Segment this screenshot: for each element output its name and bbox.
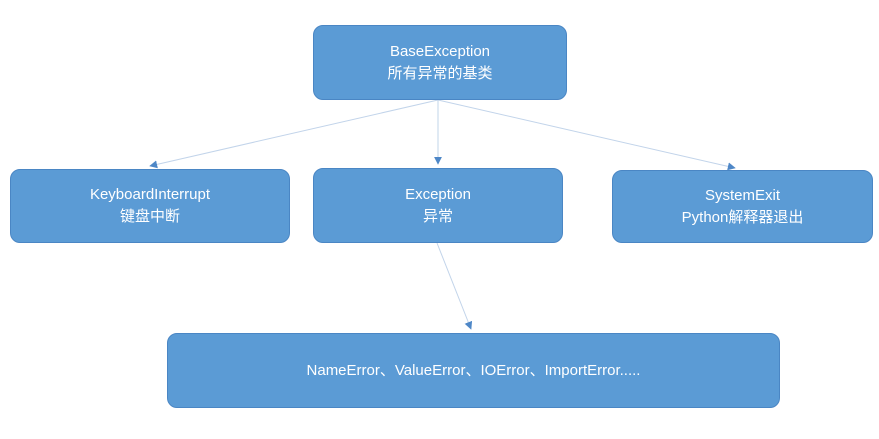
node-keyboardinterrupt-title: KeyboardInterrupt bbox=[89, 186, 211, 204]
connector-base-to-keyboard bbox=[149, 99, 439, 169]
node-exception: Exception 异常 bbox=[313, 168, 563, 243]
node-systemexit-subtitle: Python解释器退出 bbox=[681, 208, 804, 226]
node-exception-title: Exception bbox=[405, 185, 471, 203]
node-common-errors: NameError、ValueError、IOError、ImportError… bbox=[167, 333, 780, 408]
node-keyboardinterrupt-subtitle: 键盘中断 bbox=[119, 208, 180, 225]
node-common-errors-title: NameError、ValueError、IOError、ImportError… bbox=[306, 361, 641, 379]
node-baseexception-title: BaseException bbox=[389, 42, 491, 60]
node-systemexit-title: SystemExit bbox=[704, 186, 780, 204]
node-baseexception: BaseException 所有异常的基类 bbox=[313, 25, 567, 100]
node-keyboardinterrupt: KeyboardInterrupt 键盘中断 bbox=[10, 169, 290, 243]
node-systemexit: SystemExit Python解释器退出 bbox=[612, 170, 873, 243]
node-exception-subtitle: 异常 bbox=[422, 207, 453, 225]
node-baseexception-subtitle: 所有异常的基类 bbox=[387, 64, 493, 82]
connector-base-to-systemexit bbox=[437, 99, 736, 171]
connector-exception-to-errors bbox=[436, 242, 473, 330]
